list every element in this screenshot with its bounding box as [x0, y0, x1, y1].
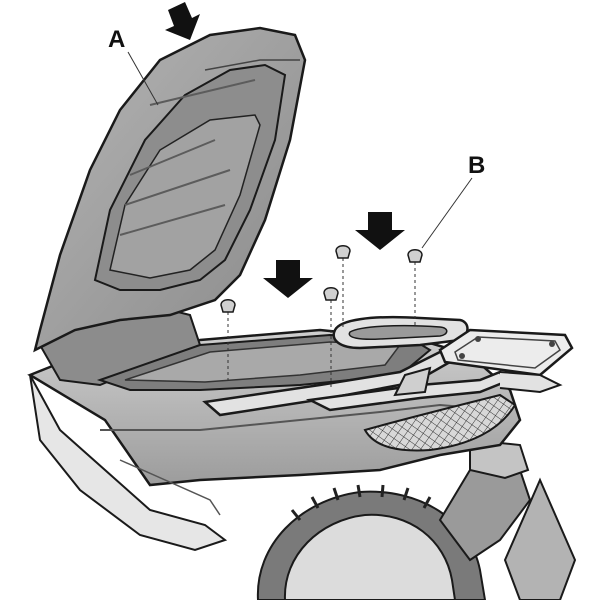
luggage-rack: [202, 315, 574, 417]
diagonal-arrow-icon: [165, 2, 200, 40]
screw-icon: [407, 249, 423, 328]
callout-b-leader: [421, 177, 473, 249]
rear-light-grille: [363, 393, 517, 452]
callout-label-b: B: [468, 152, 486, 179]
callout-a-leader: [127, 51, 159, 106]
down-arrow-icon: [263, 260, 313, 298]
screw-group: [220, 245, 423, 390]
down-arrow-icon: [355, 212, 405, 250]
screw-icon: [323, 287, 339, 390]
seat: [33, 26, 307, 353]
callout-label-a: A: [108, 26, 126, 53]
rear-wheel: [256, 484, 487, 601]
screw-icon: [335, 245, 351, 330]
storage-compartment: [38, 303, 432, 391]
screw-icon: [220, 299, 236, 380]
rear-subframe: [438, 438, 577, 601]
